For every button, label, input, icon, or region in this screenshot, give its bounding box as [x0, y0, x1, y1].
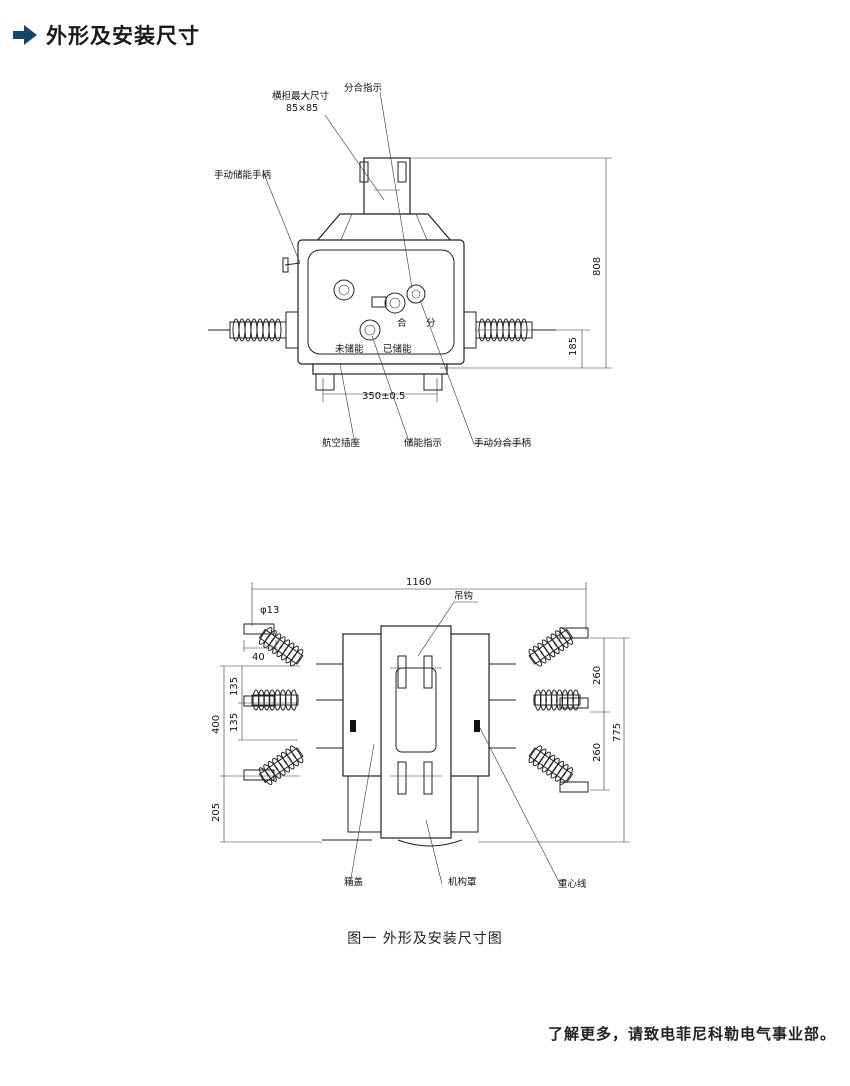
label-manual-open-close-handle: 手动分合手柄: [474, 437, 531, 449]
section-heading: 外形及安装尺寸: [12, 20, 200, 50]
label-mechanism-cover: 机构罩: [448, 876, 477, 888]
dim-hole: φ13: [260, 605, 279, 616]
side-view-diagram: [220, 582, 630, 885]
front-view-diagram: [208, 91, 612, 445]
dim-tab-40: 40: [252, 652, 265, 663]
label-box-cover: 箱盖: [344, 876, 364, 888]
label-open: 分: [426, 318, 436, 329]
dim-base-350: 350±0.5: [362, 391, 405, 402]
dim-bottom-205: 205: [211, 803, 222, 822]
label-close: 合: [397, 317, 407, 329]
page-title: 外形及安装尺寸: [46, 24, 200, 48]
dim-185: 185: [568, 337, 579, 356]
label-handle-size: 横担最大尺寸: [272, 90, 330, 102]
label-charge-indicator: 储能指示: [404, 437, 442, 449]
dim-right-260a: 260: [592, 666, 603, 685]
label-not-charged: 未储能: [335, 343, 364, 355]
footer-contact: 了解更多，请致电菲尼科勒电气事业部。: [547, 1025, 836, 1043]
label-hook: 吊钩: [454, 590, 473, 602]
label-manual-charge-handle: 手动储能手柄: [214, 169, 271, 181]
dim-span-400: 400: [211, 715, 222, 734]
dim-pitch-a: 135: [229, 677, 240, 696]
label-handle-size-value: 85×85: [286, 103, 318, 114]
label-aviation-socket: 航空插座: [322, 437, 361, 449]
figure-caption: 图一 外形及安装尺寸图: [347, 931, 503, 947]
dim-height-775: 775: [612, 723, 623, 742]
dim-width-1160: 1160: [406, 577, 431, 588]
dim-height-808: 808: [592, 257, 603, 276]
dim-right-260b: 260: [592, 743, 603, 762]
arrow-icon: [13, 25, 37, 45]
label-open-close-indicator: 分合指示: [344, 82, 382, 94]
dim-pitch-b: 135: [229, 713, 240, 732]
label-charged: 已储能: [383, 343, 412, 355]
label-center-line: 重心线: [558, 878, 587, 890]
